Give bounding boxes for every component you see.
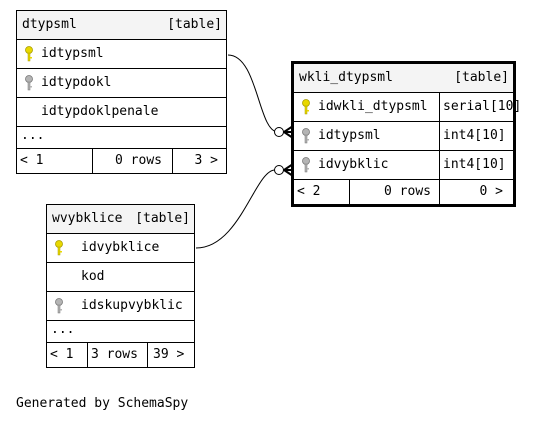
column-name: idskupvybklic <box>81 298 183 313</box>
children-count[interactable]: 39 > <box>147 343 194 367</box>
edge-optional-marker <box>274 165 284 175</box>
table-name: dtypsml <box>22 17 77 32</box>
column-name: idtypdokl <box>41 75 112 90</box>
column-type: int4[10] <box>439 151 513 179</box>
table-header[interactable]: wkli_dtypsml [table] <box>294 64 513 93</box>
parents-count[interactable]: < 1 <box>50 347 74 362</box>
column-type: serial[10] <box>439 93 521 121</box>
table-header[interactable]: wvybklice [table] <box>47 205 194 234</box>
column-name: idvybklice <box>81 240 160 255</box>
parents-count[interactable]: < 2 <box>297 184 321 199</box>
parents-count[interactable]: < 1 <box>20 153 44 168</box>
column-row[interactable]: idvybklice <box>47 234 194 263</box>
column-row[interactable]: kod <box>47 263 194 292</box>
table-footer: < 1 3 rows 39 > <box>47 343 194 367</box>
column-row[interactable]: idtypsml <box>17 40 226 69</box>
column-row[interactable]: idvybklic int4[10] <box>294 151 513 180</box>
edge-wvybklice-to-wkli-dtypsml <box>195 169 276 249</box>
primary-key-icon <box>25 46 33 62</box>
column-name: idtypdoklpenale <box>41 104 159 119</box>
primary-key-icon <box>302 99 310 115</box>
table-footer: < 1 0 rows 3 > <box>17 149 226 173</box>
column-name: idtypsml <box>318 128 381 143</box>
column-row[interactable]: idwkli_dtypsml serial[10] <box>294 93 521 122</box>
more-columns-indicator[interactable]: ... <box>17 127 226 149</box>
column-row[interactable]: idtypsml int4[10] <box>294 122 513 151</box>
table-kind: [table] <box>167 17 222 32</box>
column-name: idvybklic <box>318 157 389 172</box>
foreign-key-icon <box>302 157 310 173</box>
table-kind: [table] <box>454 70 509 85</box>
column-name: idwkli_dtypsml <box>318 99 428 114</box>
table-header[interactable]: dtypsml [table] <box>17 11 226 40</box>
column-name: kod <box>81 269 105 284</box>
children-count[interactable]: 3 > <box>172 149 226 173</box>
edge-dtypsml-to-wkli-dtypsml <box>227 54 279 133</box>
foreign-key-icon <box>25 75 33 91</box>
column-name: idtypsml <box>41 46 104 61</box>
generator-caption: Generated by SchemaSpy <box>16 396 189 411</box>
more-columns-indicator[interactable]: ... <box>47 321 194 343</box>
foreign-key-icon <box>55 298 63 314</box>
table-wkli-dtypsml[interactable]: wkli_dtypsml [table] idwkli_dtypsml seri… <box>291 61 521 207</box>
table-name: wvybklice <box>52 211 123 226</box>
table-kind: [table] <box>135 211 190 226</box>
column-row[interactable]: idskupvybklic <box>47 292 194 321</box>
table-dtypsml[interactable]: dtypsml [table] idtypsml idtypdokl idtyp… <box>16 10 227 174</box>
primary-key-icon <box>55 240 63 256</box>
table-wvybklice[interactable]: wvybklice [table] idvybklice kod idskupv… <box>46 204 195 368</box>
edge-optional-marker <box>274 127 284 137</box>
row-count: 3 rows <box>87 343 147 367</box>
row-count: 0 rows <box>349 180 439 204</box>
column-type: int4[10] <box>439 122 513 150</box>
table-name: wkli_dtypsml <box>299 70 393 85</box>
foreign-key-icon <box>302 128 310 144</box>
table-footer: < 2 0 rows 0 > <box>294 180 513 204</box>
column-row[interactable]: idtypdokl <box>17 69 226 98</box>
column-row[interactable]: idtypdoklpenale <box>17 98 226 127</box>
children-count[interactable]: 0 > <box>439 180 513 204</box>
row-count: 0 rows <box>92 149 172 173</box>
